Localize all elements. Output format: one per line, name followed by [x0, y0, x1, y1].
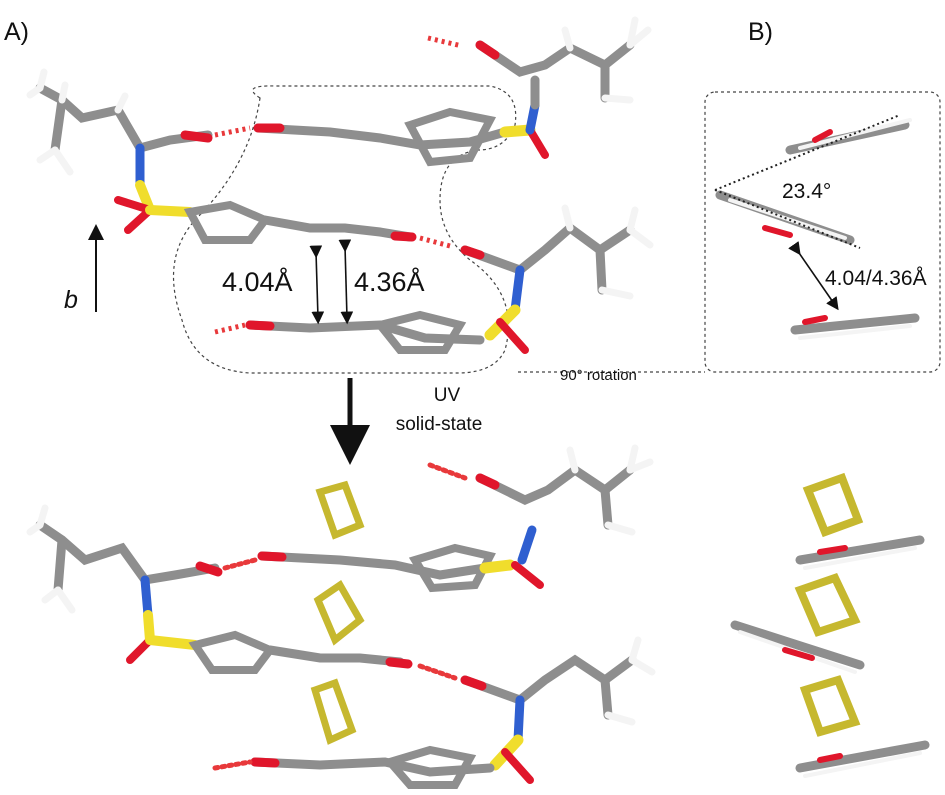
distance-label-first: 4.04Å [222, 267, 293, 297]
double-headed-arrow-icon [309, 245, 325, 325]
distance-label-combined: 4.04/4.36Å [825, 267, 927, 290]
axis-label: b [64, 286, 78, 314]
distance-label-second: 4.36Å [354, 267, 425, 297]
angle-label: 23.4° [782, 180, 832, 203]
panel-b-frame [704, 91, 941, 373]
panel-b-label: B) [748, 18, 773, 46]
panel-b-product-molecules [730, 472, 930, 778]
double-headed-arrow-icon [788, 241, 839, 311]
panel-a-product-molecules [26, 444, 656, 789]
reaction-condition-solid-state: solid-state [395, 414, 483, 435]
panel-a-label: A) [4, 18, 29, 46]
reaction-condition-uv: UV [433, 385, 461, 406]
rotation-label: 90° rotation [560, 367, 637, 384]
molecule-pair-outline [172, 85, 517, 374]
panel-a-molecules [26, 16, 654, 374]
double-headed-arrow-icon [338, 239, 354, 325]
